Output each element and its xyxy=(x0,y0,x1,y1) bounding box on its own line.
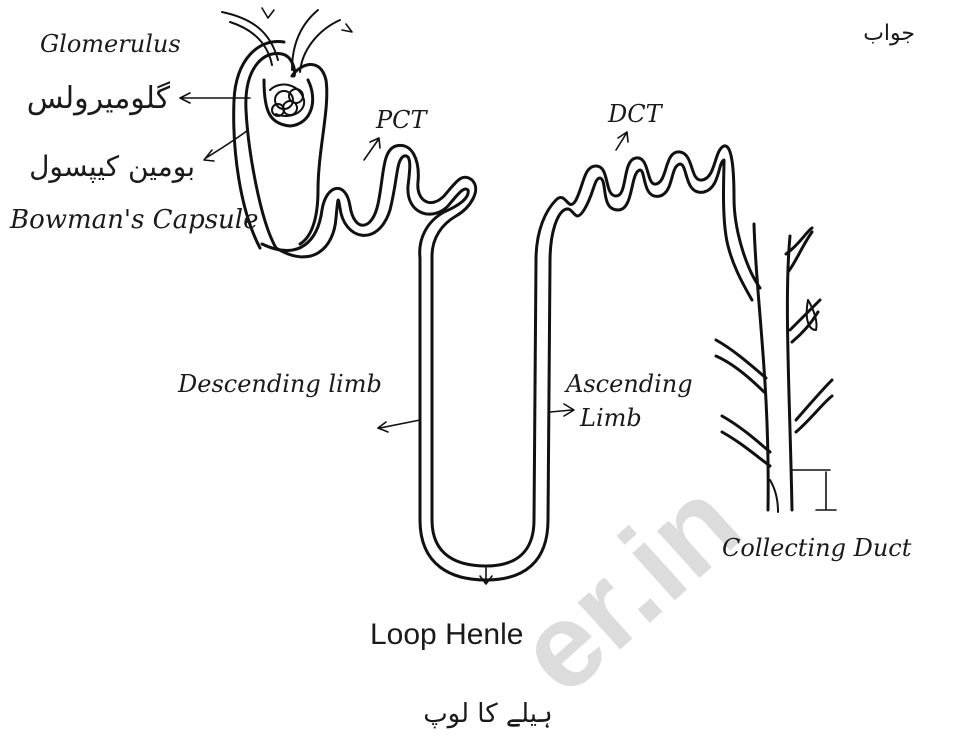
glomerulus-knot xyxy=(270,85,304,116)
loop-of-henle xyxy=(420,256,550,580)
glomerulus-label: Glomerulus xyxy=(40,30,181,58)
proximal-convoluted-tubule xyxy=(262,145,476,258)
glomerulus-urdu-label: گلومیرولس xyxy=(27,81,171,116)
collecting-duct-label: Collecting Duct xyxy=(722,534,912,562)
limb-label: Limb xyxy=(579,404,642,432)
loop-henle-label: Loop Henle xyxy=(370,618,523,651)
descending-limb-label: Descending limb xyxy=(177,370,382,398)
pointer-arrows xyxy=(180,93,628,584)
dct-label: DCT xyxy=(607,100,664,128)
loop-henle-urdu-label: ہیلے کا لوپ xyxy=(423,699,553,729)
pct-label: PCT xyxy=(375,106,429,134)
ascending-label: Ascending xyxy=(564,370,693,398)
answer-label: جواب xyxy=(863,21,915,46)
distal-convoluted-tubule xyxy=(536,146,760,300)
blood-vessels xyxy=(222,8,352,72)
bowman-capsule-label: Bowman's Capsule xyxy=(9,205,259,235)
bowman-urdu-label: بومین کیپسول xyxy=(29,150,195,183)
